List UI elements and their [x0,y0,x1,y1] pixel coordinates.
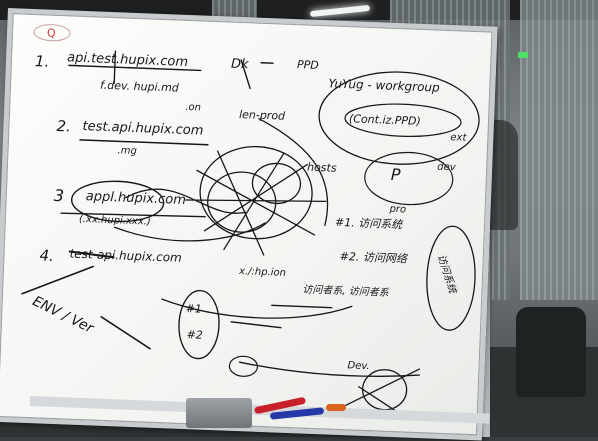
cont-circle [344,103,462,137]
item2-line1: test.api.hupix.com [82,119,203,139]
item2-number: 2. [56,117,71,136]
hash2-label: #2. 访问网络 [339,250,409,266]
window-blinds-right [520,0,598,300]
mid-note: 访问者系, 访问者系 [302,284,390,299]
bottom-arrows [230,304,420,378]
top-dk: Dk [231,57,250,73]
ip-note: x./:hp.ion [238,266,286,279]
p-circle [364,151,454,206]
item1-strokes [68,50,202,84]
pro-label: pro [388,204,406,216]
orange-marker-cap [326,404,346,411]
logo-icon: Q [33,24,71,42]
hash-bottom-circle [178,289,220,360]
item1-line2: f.dev. hupi.md [100,79,180,95]
item1-line3: .on [185,102,201,114]
office-chair [516,307,586,397]
item2-underline [79,139,209,146]
top-marks [240,59,274,90]
top-ppd: PPD [297,58,319,72]
workgroup-circle [318,71,480,165]
item3-underline [60,212,206,218]
env-ver-label: ENV / Ver [30,293,97,337]
item3-line1: appl.hupix.com [86,189,187,208]
bottom-note: Dev. [347,360,370,372]
cont-label: (Cont.iz.PPD) [349,112,421,128]
eraser [186,398,252,428]
dev-label: dev [437,162,457,174]
exit-sign [518,52,528,58]
lens-prod-label: len-prod [239,108,286,123]
env-strokes [21,265,151,350]
hosts-label: hosts [307,161,337,175]
hash-bottom-1: #1 [185,302,202,316]
logo-letter: Q [47,27,56,40]
item3-circle [70,180,165,223]
side-circle [426,225,476,331]
item3-number: 3 [53,186,64,205]
item2-line2: .mg [117,145,137,157]
handwriting-layer: 1. api.test.hupix.com f.dev. hupi.md .on… [21,50,480,420]
p-mark: P [391,165,402,184]
hash-bottom-2: #2 [186,328,203,342]
bottom-small-circle [228,355,259,377]
item4-number: 4. [39,246,54,265]
whiteboard: Q 1. api.test.hupix.com f.dev. hupi.md .… [0,8,498,441]
workgroup-label: YuYug - workgroup [328,76,440,94]
hash1-label: #1. 访问系统 [335,216,405,232]
ext-label: ext [450,132,467,144]
central-scribble [114,118,353,319]
item1-number: 1. [35,52,50,71]
item1-line1: api.test.hupix.com [67,50,188,70]
item4-line1: test-api.hupix.com [69,247,182,265]
item4-strikethrough [68,250,115,259]
side-note: 访问系统 [435,253,459,297]
